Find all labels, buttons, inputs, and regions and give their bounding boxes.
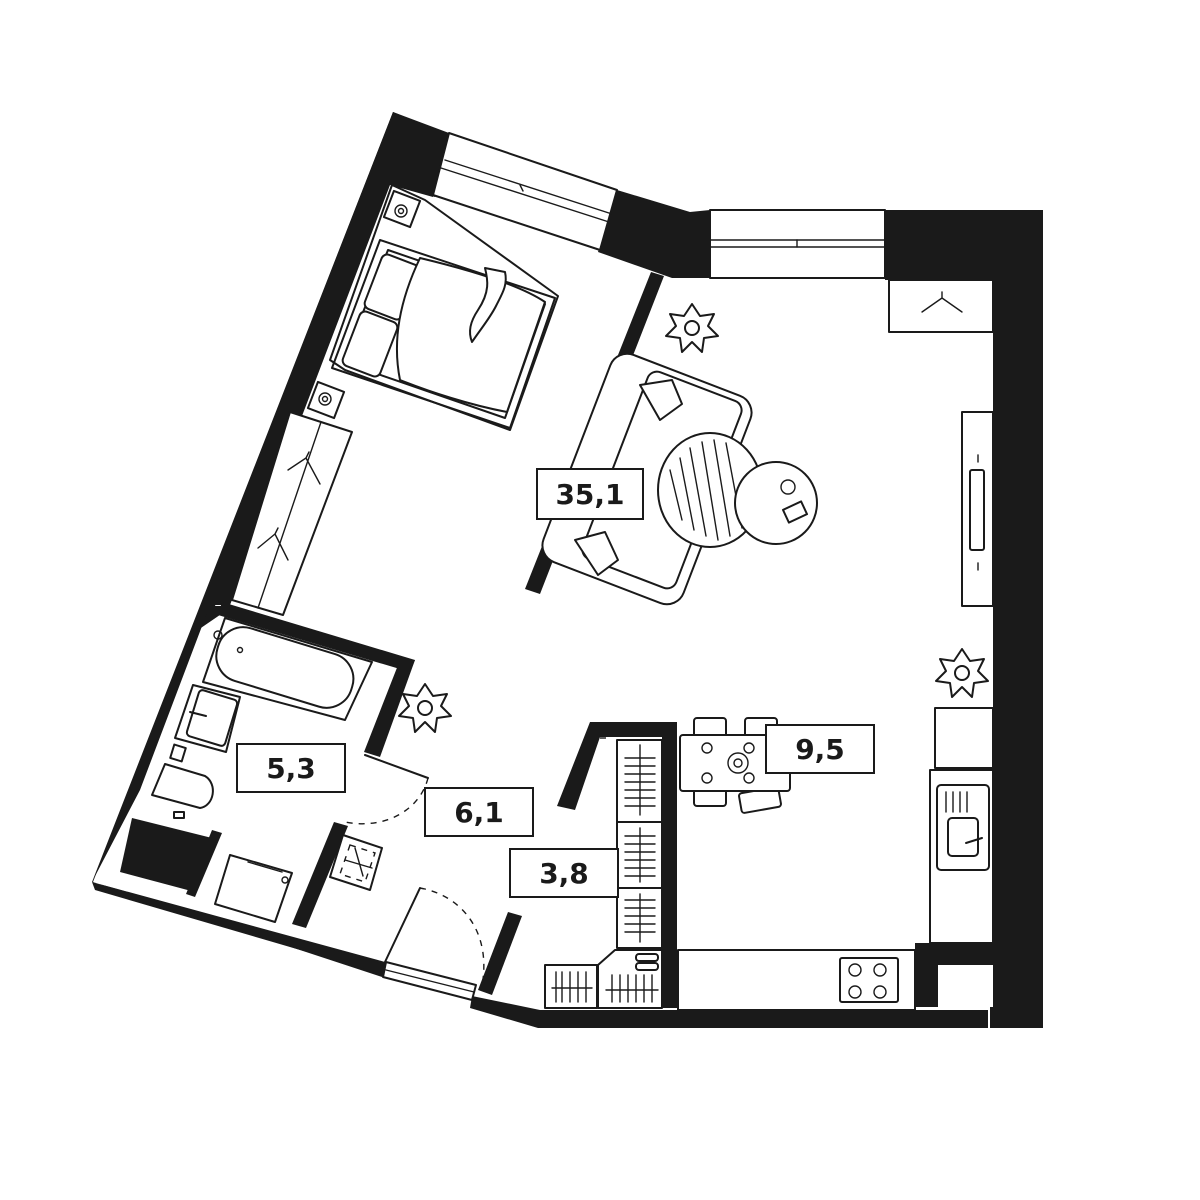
coffee-table xyxy=(734,461,818,545)
area-bathroom-text: 5,3 xyxy=(266,752,316,785)
kitchen-counter xyxy=(929,707,994,944)
bed xyxy=(306,184,559,431)
storage-shelves xyxy=(544,739,663,1009)
bathroom-sink xyxy=(174,684,241,753)
area-living-room-text: 35,1 xyxy=(555,478,624,511)
windows xyxy=(382,132,886,1001)
area-label-living-room: 35,1 xyxy=(536,468,644,520)
bedroom-wardrobe xyxy=(231,411,353,616)
dining-table xyxy=(679,717,791,814)
plant-icon xyxy=(398,303,989,733)
area-label-hallway: 6,1 xyxy=(424,787,534,837)
shoe-rack xyxy=(329,834,383,891)
area-kitchen-text: 9,5 xyxy=(795,733,845,766)
toilet xyxy=(151,743,214,819)
area-hallway-text: 6,1 xyxy=(454,796,504,829)
area-label-kitchen: 9,5 xyxy=(765,724,875,774)
area-wardrobe-text: 3,8 xyxy=(539,857,589,890)
door-swings xyxy=(344,737,612,987)
area-label-bathroom: 5,3 xyxy=(236,743,346,793)
bathtub xyxy=(202,617,373,721)
area-label-wardrobe: 3,8 xyxy=(509,848,619,898)
exterior-walls xyxy=(92,112,1043,1028)
tv-console xyxy=(961,411,994,607)
washing-machine xyxy=(214,854,293,923)
stove xyxy=(677,949,916,1011)
entry-closet xyxy=(888,279,994,333)
